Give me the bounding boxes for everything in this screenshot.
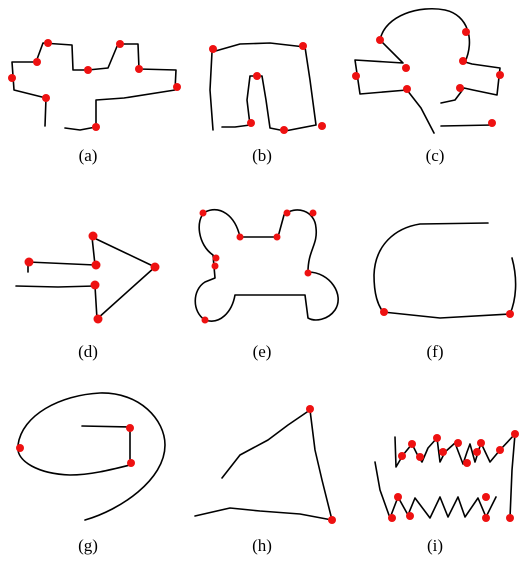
panel-caption: (b): [252, 146, 272, 165]
sketch-stroke: [209, 42, 317, 132]
corner-point: [439, 448, 447, 456]
corner-point: [173, 83, 181, 91]
corner-point: [463, 459, 471, 467]
corner-point: [253, 72, 261, 80]
corner-point: [33, 58, 41, 66]
corner-point: [482, 493, 490, 501]
sketch-stroke: [374, 433, 516, 519]
corner-point: [380, 308, 388, 316]
corner-point: [506, 310, 514, 318]
corner-point: [127, 459, 135, 467]
corner-point: [150, 262, 160, 272]
corner-point: [403, 85, 411, 93]
corner-point: [212, 254, 220, 262]
panel-caption: (i): [427, 536, 443, 555]
corner-point: [304, 269, 312, 277]
panel-caption: (a): [79, 146, 98, 165]
corner-point: [247, 119, 255, 127]
sketch-stroke: [11, 42, 177, 131]
corner-point: [408, 440, 416, 448]
panel-e: (e): [194, 209, 339, 361]
corner-point: [402, 64, 410, 72]
panel-g: (g): [16, 392, 166, 555]
corner-point: [16, 444, 24, 452]
corner-point: [209, 45, 217, 53]
panel-f: (f): [373, 222, 517, 361]
sketch-stroke: [354, 8, 501, 134]
corner-point: [511, 430, 519, 438]
corner-point: [416, 453, 424, 461]
panel-i: (i): [374, 430, 519, 555]
corner-point: [388, 514, 396, 522]
panel-caption: (e): [253, 342, 272, 361]
corner-point: [273, 233, 281, 241]
corner-point: [488, 119, 496, 127]
corner-point: [93, 314, 103, 324]
corner-point: [454, 439, 462, 447]
corner-point: [433, 434, 441, 442]
corner-point: [456, 84, 464, 92]
panel-caption: (c): [426, 146, 445, 165]
corner-point: [496, 446, 504, 454]
corner-point: [376, 36, 384, 44]
corner-point: [283, 209, 291, 217]
corner-point: [116, 40, 124, 48]
corner-point: [398, 452, 406, 460]
sketch-stroke: [373, 222, 517, 319]
panel-caption: (f): [427, 342, 444, 361]
corner-point: [482, 514, 490, 522]
corner-point: [211, 262, 219, 270]
sketch-stroke: [17, 392, 166, 521]
corner-point: [44, 39, 52, 47]
sketch-stroke: [194, 409, 333, 521]
corner-point: [8, 74, 16, 82]
corner-point: [462, 28, 470, 36]
corner-point: [394, 493, 402, 501]
corner-point: [88, 231, 98, 241]
corner-point: [91, 260, 101, 270]
corner-point: [126, 424, 134, 432]
corner-point: [306, 405, 314, 413]
corner-point: [506, 514, 514, 522]
corner-point: [236, 233, 244, 241]
corner-point: [135, 65, 143, 73]
sketch-stroke: [194, 209, 339, 322]
corner-point: [328, 516, 336, 524]
panel-h: (h): [194, 405, 336, 555]
sketch-stroke: [15, 236, 156, 320]
corner-point: [201, 316, 209, 324]
corner-point: [473, 448, 481, 456]
panel-caption: (d): [78, 342, 98, 361]
corner-point: [24, 257, 34, 267]
panel-b: (b): [209, 42, 326, 165]
corner-point: [352, 72, 360, 80]
corner-point: [406, 512, 414, 520]
panel-d: (d): [15, 231, 160, 361]
corner-point: [90, 280, 100, 290]
corner-point: [84, 66, 92, 74]
corner-point: [280, 126, 288, 134]
corner-point: [496, 71, 504, 79]
panel-a: (a): [8, 39, 181, 165]
corner-point: [477, 439, 485, 447]
corner-point: [459, 57, 467, 65]
corner-point: [199, 209, 207, 217]
panel-c: (c): [352, 8, 504, 165]
corner-point: [299, 42, 307, 50]
corner-point: [309, 209, 317, 217]
corner-point: [318, 122, 326, 130]
panel-caption: (g): [78, 536, 98, 555]
corner-point: [92, 123, 100, 131]
corner-point: [42, 94, 50, 102]
panel-caption: (h): [252, 536, 272, 555]
